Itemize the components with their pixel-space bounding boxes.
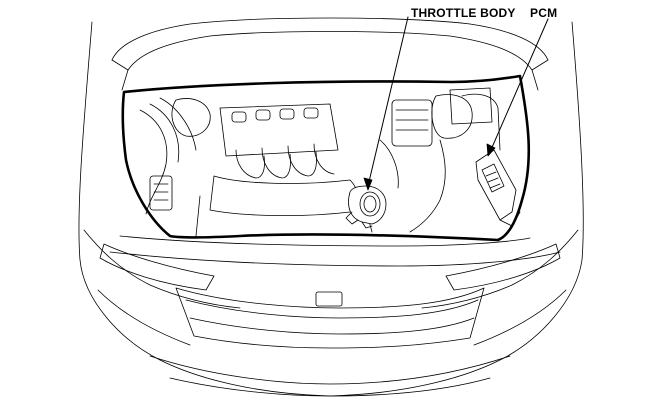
throttle-body-leader-line <box>367 16 409 187</box>
hood-outer <box>111 17 549 61</box>
body-side-right <box>421 229 579 309</box>
throttle-body <box>345 185 387 229</box>
bumper-lower <box>149 355 511 385</box>
hood-inner <box>127 31 533 71</box>
headlight-left <box>99 243 215 291</box>
body-line-right <box>473 289 567 346</box>
intake-runners <box>235 143 335 179</box>
left-hoses <box>139 97 197 215</box>
battery <box>449 87 493 125</box>
hood-hinge-right <box>531 59 549 91</box>
hood-hinge-left <box>111 59 129 91</box>
front-panel-top <box>109 251 561 267</box>
right-components <box>379 93 501 233</box>
throttle-body-label: THROTTLE BODY <box>411 6 516 20</box>
left-strut-tower <box>171 98 211 137</box>
valve-cover <box>219 103 339 157</box>
radiator-support <box>119 235 531 247</box>
body-side-left <box>83 229 241 309</box>
intake-plenum <box>209 175 358 217</box>
grille-outer <box>175 287 485 349</box>
bumper-bottom <box>169 377 491 397</box>
throttle-body-arrowhead <box>363 177 373 191</box>
emblem <box>315 291 343 307</box>
pcm-label: PCM <box>530 6 558 20</box>
grille-line-1 <box>185 299 479 319</box>
grille-line-2 <box>189 317 475 335</box>
engine-bay-outline <box>121 74 531 242</box>
headlight-right <box>445 243 561 291</box>
pcm-leader-line <box>489 18 549 153</box>
body-line-left <box>97 289 191 346</box>
pcm-arrowhead <box>486 143 496 157</box>
pcm-unit <box>475 149 521 227</box>
coil-packs <box>231 107 319 123</box>
